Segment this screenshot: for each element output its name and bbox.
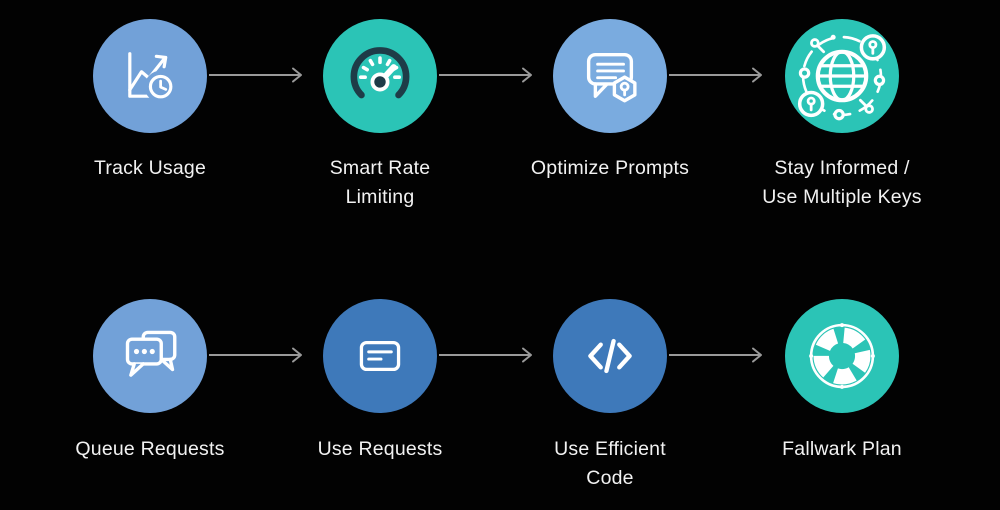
chat-lock-icon <box>586 52 637 103</box>
arrow-queue-to-use <box>209 347 302 363</box>
smart-rate-limiting-label: Smart Rate Limiting <box>329 157 431 208</box>
use-efficient-code-label: Use Efficient Code <box>554 438 666 489</box>
use-requests-label: Use Requests <box>317 438 443 460</box>
request-card-icon <box>359 340 401 372</box>
stay-informed-circle <box>785 19 899 133</box>
use-efficient-code-circle <box>553 299 667 413</box>
chat-queue-icon <box>125 330 177 377</box>
globe-keys-icon <box>797 34 887 121</box>
arrow-code-to-fallwark <box>669 347 762 363</box>
rate-gauge-icon <box>350 47 410 99</box>
arrow-use-to-code <box>439 347 532 363</box>
arrow-prompts-to-informed <box>669 67 762 83</box>
lifebuoy-icon <box>809 323 875 389</box>
smart-rate-limiting-circle <box>323 19 437 133</box>
optimize-prompts-label: Optimize Prompts <box>530 157 690 179</box>
fallwark-plan-label: Fallwark Plan <box>782 438 902 460</box>
code-icon <box>588 338 632 374</box>
queue-requests-label: Queue Requests <box>75 438 225 460</box>
arrow-track-to-rate <box>209 67 302 83</box>
queue-requests-circle <box>93 299 207 413</box>
stay-informed-label: Stay Informed / Use Multiple Keys <box>762 157 922 208</box>
usage-chart-clock-icon <box>128 52 177 103</box>
arrow-rate-to-prompts <box>439 67 532 83</box>
fallwark-plan-circle <box>785 299 899 413</box>
track-usage-circle <box>93 19 207 133</box>
track-usage-label: Track Usage <box>93 157 206 179</box>
use-requests-circle <box>323 299 437 413</box>
optimize-prompts-circle <box>553 19 667 133</box>
